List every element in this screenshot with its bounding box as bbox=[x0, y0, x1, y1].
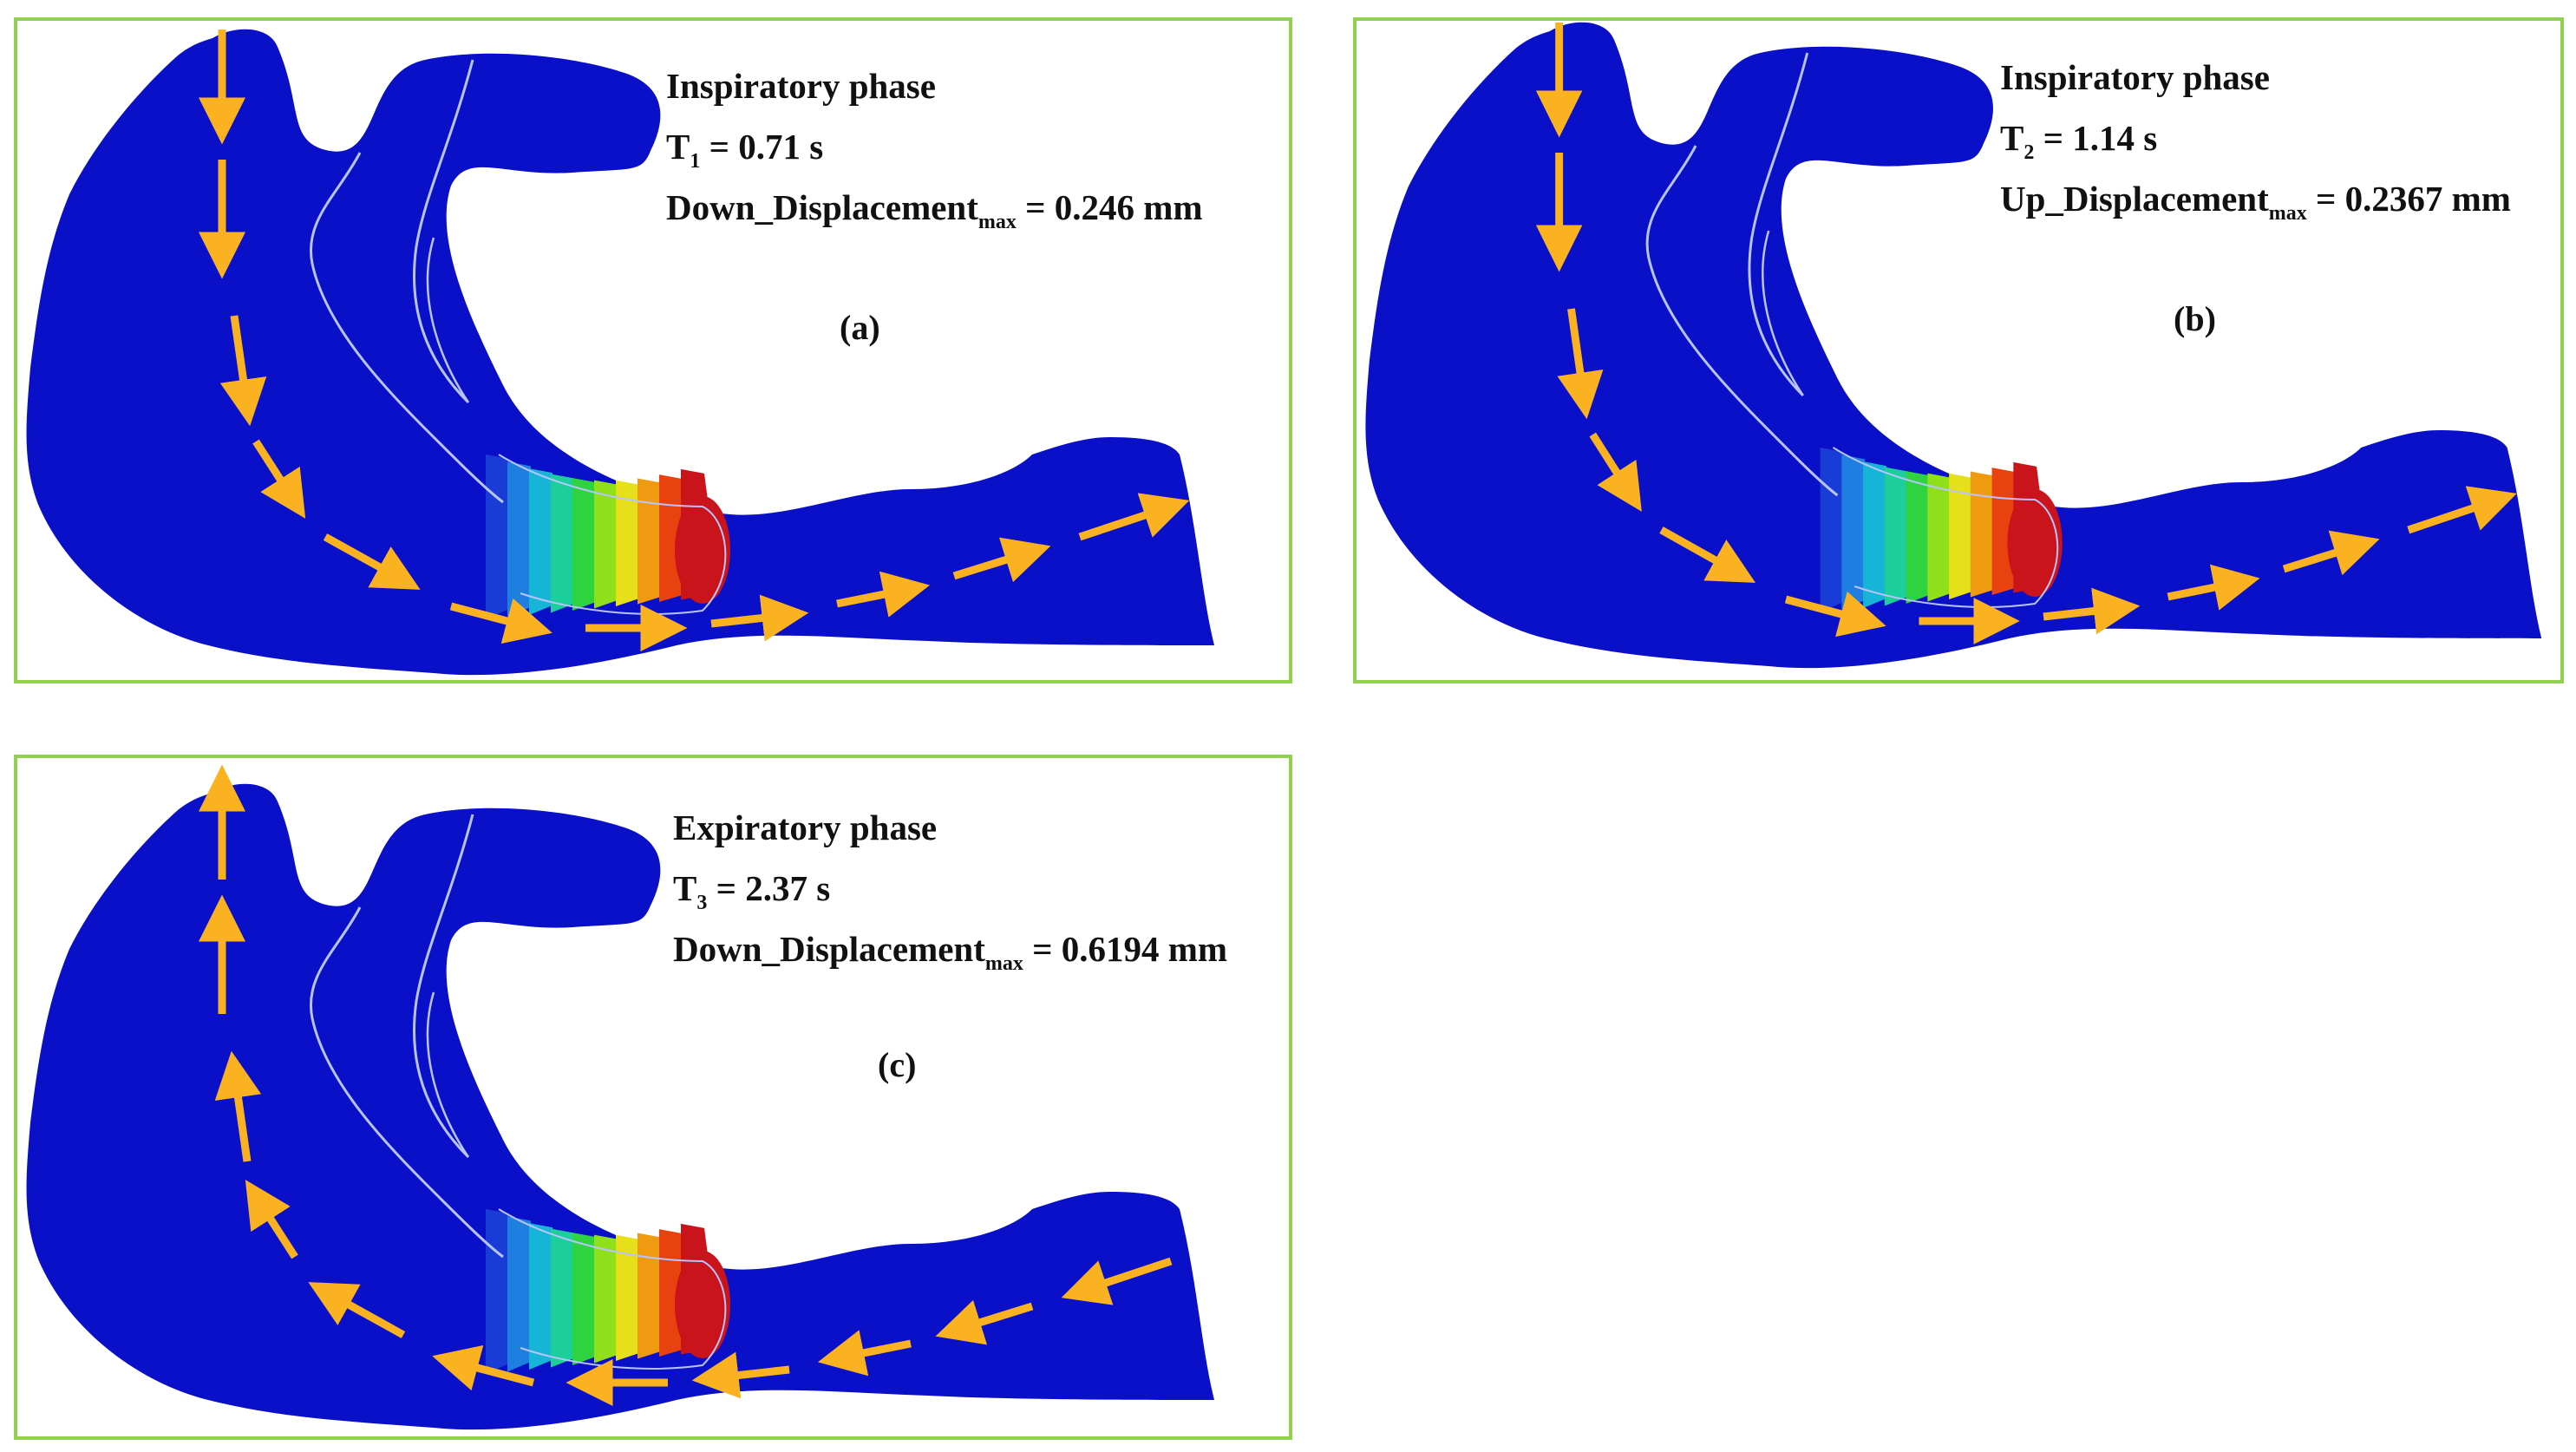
airway-body bbox=[26, 783, 1215, 1430]
contour-band bbox=[594, 1234, 618, 1364]
displacement-contour bbox=[486, 1209, 730, 1374]
tissue-boundary-line bbox=[426, 991, 470, 1158]
tissue-boundary-line bbox=[1762, 230, 1804, 396]
airflow-arrow bbox=[214, 1050, 262, 1162]
airway-body bbox=[26, 29, 1215, 676]
tissue-boundary-line bbox=[310, 152, 504, 504]
displacement-contour bbox=[486, 455, 730, 619]
airflow-arrow bbox=[710, 594, 809, 642]
contour-band bbox=[551, 1228, 574, 1368]
airflow-arrow bbox=[323, 533, 421, 590]
contour-band bbox=[616, 480, 639, 606]
contour-band bbox=[572, 478, 596, 611]
contour-outline bbox=[498, 454, 727, 615]
airway-model-b bbox=[1365, 22, 2542, 669]
contour-band bbox=[1884, 467, 1908, 606]
airflow-arrow bbox=[2282, 530, 2380, 576]
airflow-arrow bbox=[219, 315, 267, 427]
tissue-boundary-line bbox=[310, 906, 504, 1259]
panel-label-b: (b) bbox=[2174, 299, 2216, 338]
contour-band bbox=[1820, 448, 1844, 612]
contour-band bbox=[486, 455, 509, 619]
panel-label-a: (a) bbox=[840, 308, 880, 347]
contour-tip bbox=[2007, 489, 2063, 597]
airway-model-a bbox=[26, 29, 1215, 676]
airflow-arrow bbox=[836, 571, 931, 618]
airway-body bbox=[1365, 22, 2542, 669]
panel-b: Inspiratory phase T2 = 1.14 s Up_Displac… bbox=[1353, 17, 2564, 683]
airway-model-c bbox=[26, 764, 1215, 1430]
contour-band bbox=[1970, 471, 1994, 598]
contour-outline bbox=[1832, 447, 2059, 608]
contour-band bbox=[1863, 461, 1886, 608]
airflow-arrow bbox=[1659, 527, 1756, 583]
airflow-arrow bbox=[308, 1282, 406, 1338]
tissue-boundary-line bbox=[1645, 145, 1839, 497]
contour-band bbox=[1906, 471, 1930, 604]
airflow-arrow bbox=[432, 1344, 535, 1391]
airflow-arrow bbox=[1589, 432, 1642, 512]
contour-tip bbox=[675, 496, 730, 604]
airflow-arrow bbox=[1078, 493, 1190, 541]
airflow-arrow bbox=[817, 1330, 912, 1377]
contour-band bbox=[1927, 473, 1952, 602]
contour-band bbox=[637, 1233, 661, 1359]
contour-band bbox=[529, 1223, 552, 1370]
airflow-arrow bbox=[1061, 1257, 1173, 1305]
airflow-arrow bbox=[952, 537, 1051, 583]
displacement-label-b: Up_Displacementmax = 0.2367 mm bbox=[2000, 179, 2511, 225]
airflow-arrow bbox=[2407, 486, 2517, 534]
time-label-c: T3 = 2.37 s bbox=[673, 868, 831, 914]
contour-band bbox=[486, 1209, 509, 1374]
contour-band bbox=[1949, 473, 1972, 599]
tissue-boundary-line bbox=[413, 814, 474, 1159]
airflow-arrow bbox=[245, 1180, 298, 1259]
airflow-arrow bbox=[935, 1299, 1034, 1345]
phase-label-a: Inspiratory phase bbox=[666, 66, 936, 106]
phase-label-b: Inspiratory phase bbox=[2000, 57, 2270, 97]
time-label-b: T2 = 1.14 s bbox=[2000, 118, 2158, 164]
time-label-a: T1 = 0.71 s bbox=[666, 127, 824, 173]
contour-band bbox=[529, 468, 552, 615]
airflow-arrow bbox=[2043, 587, 2141, 635]
panel-label-c: (c) bbox=[878, 1045, 917, 1084]
displacement-label-a: Down_Displacementmax = 0.246 mm bbox=[666, 187, 1203, 233]
tissue-boundary-line bbox=[1748, 52, 1809, 397]
contour-band bbox=[551, 474, 574, 613]
phase-label-c: Expiratory phase bbox=[673, 808, 938, 847]
contour-band bbox=[616, 1234, 639, 1361]
panel-a: Inspiratory phase T1 = 0.71 s Down_Displ… bbox=[14, 17, 1292, 683]
displacement-contour bbox=[1820, 448, 2063, 612]
airflow-arrow bbox=[2167, 564, 2260, 611]
displacement-label-c: Down_Displacementmax = 0.6194 mm bbox=[673, 929, 1228, 975]
airflow-arrow bbox=[252, 439, 306, 519]
panel-c: Expiratory phase T3 = 2.37 s Down_Displa… bbox=[14, 755, 1292, 1440]
contour-band bbox=[507, 461, 531, 618]
airflow-arrow bbox=[1784, 591, 1886, 638]
airflow-arrow bbox=[449, 598, 552, 644]
airflow-arrow bbox=[1557, 308, 1604, 420]
tissue-boundary-line bbox=[413, 59, 474, 404]
contour-band bbox=[572, 1233, 596, 1365]
contour-band bbox=[507, 1216, 531, 1372]
airflow-arrow bbox=[691, 1351, 790, 1399]
tissue-boundary-line bbox=[426, 237, 470, 403]
contour-band bbox=[594, 480, 618, 609]
contour-band bbox=[637, 478, 661, 605]
contour-tip bbox=[675, 1251, 730, 1358]
contour-band bbox=[1841, 455, 1866, 611]
